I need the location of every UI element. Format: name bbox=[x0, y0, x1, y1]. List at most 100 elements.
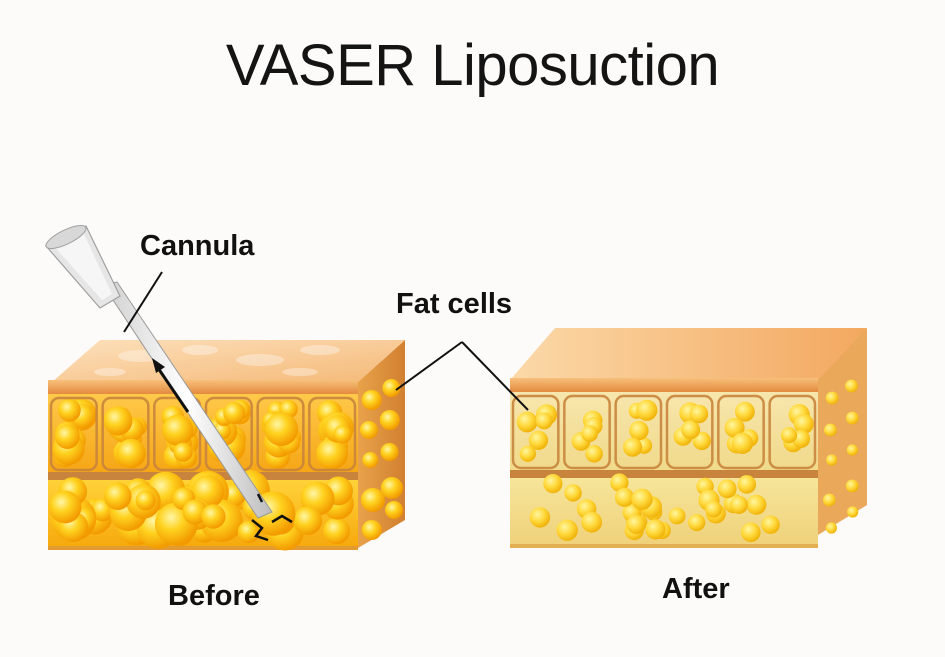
after-deep-fat-cell bbox=[668, 507, 686, 525]
before-side-fat-cell bbox=[362, 452, 379, 468]
after-side-fat-cell bbox=[826, 454, 838, 466]
after-side-fat-cell bbox=[825, 391, 839, 405]
after-fat-cell bbox=[780, 427, 798, 444]
after-fat-cell bbox=[629, 420, 649, 441]
after-deep-fat-cell bbox=[581, 511, 603, 533]
after-fat-cell bbox=[735, 401, 755, 422]
after-deep-fat-cell bbox=[556, 519, 578, 541]
after-deep-fat-cell bbox=[741, 522, 761, 543]
ultrasound-spark-icon bbox=[251, 493, 293, 542]
after-membrane bbox=[510, 470, 818, 478]
after-deep-fat-cell bbox=[705, 501, 722, 518]
diagram-title: VASER Liposuction bbox=[225, 33, 720, 98]
before-side-fat-cell bbox=[361, 390, 382, 410]
after-cell-chamber bbox=[563, 394, 611, 470]
after-deep-fat-cell bbox=[631, 488, 653, 510]
before-side-fat-cell bbox=[380, 477, 403, 499]
after-deep-fat-cell bbox=[610, 473, 629, 492]
after-deep-fat-cell bbox=[737, 475, 757, 494]
before-fat-cell bbox=[58, 398, 81, 422]
suction-direction-arrow-icon bbox=[152, 358, 190, 413]
before-deep-fat-cell bbox=[293, 506, 323, 535]
before-side-fat-cell bbox=[382, 379, 401, 397]
before-skin-top bbox=[52, 340, 405, 382]
after-fat-cell bbox=[623, 437, 643, 457]
after-fat-cells bbox=[516, 399, 814, 543]
before-fat-cell bbox=[316, 437, 348, 470]
before-side-fat-cell bbox=[380, 443, 399, 461]
after-side-fat-cell bbox=[845, 411, 859, 425]
before-deep-fat-cell bbox=[135, 490, 156, 511]
after-deep-fat-cell bbox=[564, 484, 582, 502]
before-deep-fat-cell bbox=[323, 517, 350, 545]
after-fat-cell bbox=[724, 417, 745, 438]
after-fat-cell bbox=[689, 404, 709, 424]
after-fat-cell bbox=[528, 430, 549, 450]
after-deep-fat-cell bbox=[614, 487, 635, 507]
after-side-fat-cell bbox=[824, 423, 837, 437]
before-fat-cell bbox=[54, 424, 80, 449]
after-deep-fat-cell bbox=[529, 507, 551, 528]
after-deep-fat-cell bbox=[717, 479, 737, 499]
before-side-fat-cell bbox=[359, 421, 378, 439]
cannula-instrument bbox=[45, 224, 293, 542]
after-fat-cell bbox=[636, 399, 658, 421]
after-deep-fat-cell bbox=[761, 515, 780, 534]
before-skin-front bbox=[48, 380, 358, 394]
before-cell-chamber bbox=[256, 396, 305, 472]
after-cell-chamber bbox=[614, 394, 663, 470]
before-skin-texture bbox=[94, 345, 340, 376]
after-fat-cell bbox=[519, 445, 536, 462]
before-label: Before bbox=[168, 580, 260, 612]
before-cell-chamber bbox=[49, 396, 98, 472]
cannula-leader-line bbox=[123, 271, 163, 333]
after-tissue-block bbox=[510, 328, 867, 548]
before-side-fat-cell bbox=[379, 410, 400, 430]
before-deep-fat-cell bbox=[48, 490, 82, 524]
after-fat-cell bbox=[585, 445, 603, 463]
before-fat-cell bbox=[116, 438, 146, 469]
after-side-fat-cell bbox=[825, 522, 838, 534]
before-fat-cell bbox=[173, 442, 193, 462]
before-side-fat-cell bbox=[385, 501, 403, 519]
after-deep-fat-cell bbox=[543, 474, 563, 494]
after-cell-chamber bbox=[511, 394, 560, 470]
after-deep-fat-cell bbox=[746, 494, 767, 515]
before-cell-chamber bbox=[308, 396, 357, 472]
after-cell-walls bbox=[511, 394, 817, 470]
before-fat-cell bbox=[223, 402, 246, 424]
before-deep-fat-cell bbox=[182, 499, 208, 525]
after-fat-cell bbox=[731, 432, 753, 454]
before-deep-fat-cell bbox=[103, 482, 132, 511]
before-side-fat-cell bbox=[361, 520, 382, 540]
after-side-fat-cell bbox=[845, 479, 859, 493]
before-fat-cell bbox=[103, 406, 133, 436]
fat-cells-label: Fat cells bbox=[396, 288, 513, 320]
after-side-fat-cell bbox=[847, 506, 859, 518]
before-deep-fat-cell bbox=[201, 504, 226, 529]
after-fat-cell bbox=[516, 411, 538, 433]
after-cell-chamber bbox=[768, 394, 817, 470]
after-deep-fat-cell bbox=[626, 514, 646, 534]
after-cell-chamber bbox=[717, 394, 765, 470]
after-fat-cell bbox=[535, 412, 553, 430]
after-fat-cell bbox=[581, 425, 598, 442]
before-fat-cell bbox=[333, 425, 352, 444]
after-cell-chamber bbox=[665, 394, 714, 470]
after-deep-fat-cell bbox=[688, 514, 706, 532]
after-fat-cell bbox=[793, 414, 814, 434]
fat-cells-leader-line-after bbox=[461, 341, 529, 411]
after-label: After bbox=[662, 573, 730, 605]
before-fat-cell bbox=[162, 414, 194, 446]
before-side-fat-cell bbox=[360, 488, 385, 512]
after-deep-fat-cell bbox=[645, 519, 666, 540]
after-fat-cell bbox=[681, 420, 701, 440]
after-deep-fat-cell bbox=[729, 495, 749, 514]
fat-cells-leader-line-before bbox=[395, 341, 463, 391]
after-skin-top bbox=[510, 328, 867, 380]
before-cell-chamber bbox=[101, 396, 150, 472]
after-cell-layer bbox=[510, 392, 818, 472]
cannula-label: Cannula bbox=[140, 230, 255, 262]
after-side-fat-cells bbox=[822, 379, 859, 534]
